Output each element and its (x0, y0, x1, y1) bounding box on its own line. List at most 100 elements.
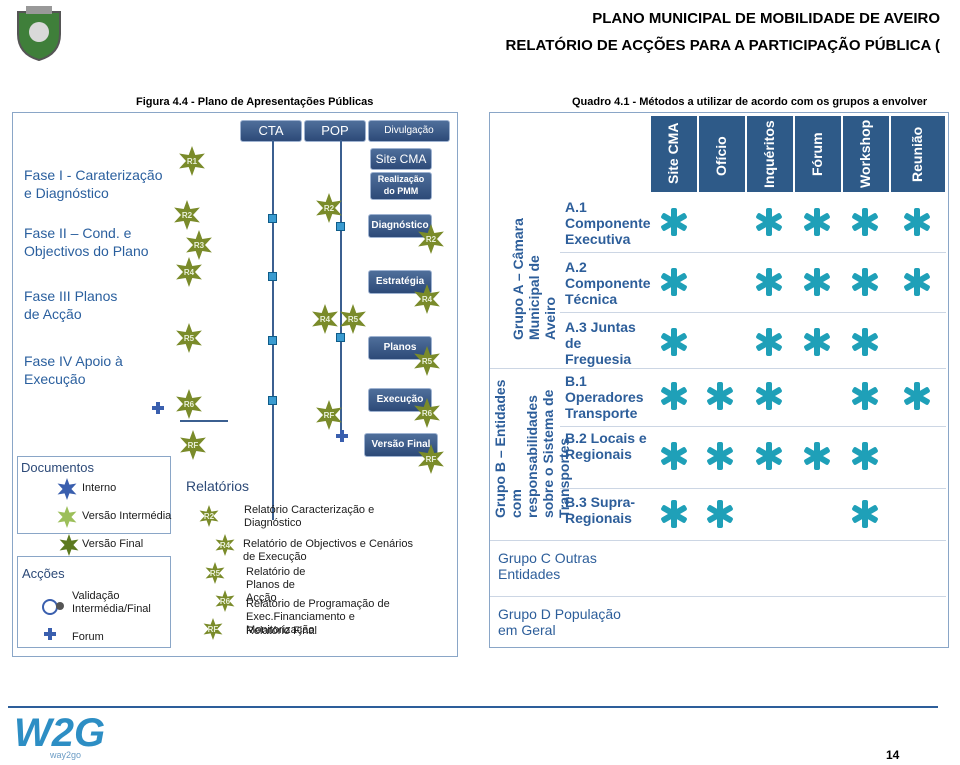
method-mark-icon (803, 328, 831, 356)
row-a1-label: A.1 Componente Executiva (565, 199, 651, 247)
method-mark-icon (660, 208, 688, 236)
row-b3-label: B.3 Supra-Regionais (565, 494, 636, 526)
cta-timeline (272, 140, 274, 520)
pop-marker (336, 333, 345, 342)
method-mark-icon (706, 500, 734, 528)
forum-icon (44, 628, 56, 640)
col-inqueritos: Inquéritos (747, 116, 793, 192)
method-mark-icon (660, 500, 688, 528)
realizacao-node: Realização do PMM (370, 172, 432, 200)
documentos-label: Documentos (21, 460, 94, 475)
group-d-label: Grupo D População em Geral (498, 606, 621, 638)
method-mark-icon (755, 328, 783, 356)
relatorio-item-r6: Relatório de Programação de Exec.Financi… (246, 598, 390, 636)
row-separator (490, 596, 946, 597)
method-mark-icon (903, 268, 931, 296)
relatorio-item-r2: Relatório Caracterização e Diagnóstico (244, 504, 375, 529)
method-mark-icon (903, 208, 931, 236)
col-oficio: Ofício (699, 116, 745, 192)
page-number: 14 (886, 748, 900, 762)
phase-3: Fase III Planos de Acção (24, 288, 118, 322)
col-workshop: Workshop (843, 116, 889, 192)
w2g-logo: W2G way2go (14, 712, 114, 760)
relatorio-item-rf: Relatório Final (246, 625, 317, 637)
method-mark-icon (851, 442, 879, 470)
cta-marker (268, 336, 277, 345)
row-separator (490, 368, 946, 369)
accoes-box (17, 556, 171, 648)
validacao-label: Validação Intermédia/Final (72, 590, 151, 615)
validation-line (180, 420, 228, 422)
col-reuniao: Reunião (891, 116, 945, 192)
row-separator (560, 426, 946, 427)
versao-intermedia-label: Versão Intermédia (82, 510, 172, 522)
method-mark-icon (851, 268, 879, 296)
table-panel (489, 112, 949, 648)
row-separator (490, 540, 946, 541)
pop-timeline (340, 140, 342, 430)
w2g-logo-text: W2G (14, 711, 106, 755)
phase-2: Fase II – Cond. e Objectivos do Plano (24, 225, 149, 259)
versao-final-label: Versão Final (82, 538, 144, 550)
cta-header: CTA (240, 120, 302, 142)
method-mark-icon (706, 442, 734, 470)
method-mark-icon (851, 208, 879, 236)
method-mark-icon (660, 328, 688, 356)
pop-header: POP (304, 120, 366, 142)
documentos-box (17, 456, 171, 534)
divulgacao-header: Divulgação (368, 120, 450, 142)
method-mark-icon (803, 442, 831, 470)
accoes-label: Acções (22, 566, 65, 581)
row-a2-label: A.2 Componente Técnica (565, 259, 651, 307)
forum-label: Forum (72, 631, 104, 643)
col-forum: Fórum (795, 116, 841, 192)
method-mark-icon (903, 382, 931, 410)
cta-marker (268, 214, 277, 223)
method-mark-icon (755, 208, 783, 236)
row-a3-label: A.3 Juntas de Freguesia (565, 319, 636, 367)
page-title: PLANO MUNICIPAL DE MOBILIDADE DE AVEIRO (592, 10, 940, 27)
phase-1: Fase I - Caraterização e Diagnóstico (24, 167, 163, 201)
figure-caption: Figura 4.4 - Plano de Apresentações Públ… (136, 96, 374, 108)
row-separator (560, 252, 946, 253)
cta-marker (268, 396, 277, 405)
w2g-tagline: way2go (50, 750, 82, 760)
method-mark-icon (755, 382, 783, 410)
forum-plus-icon (336, 430, 348, 442)
relatorio-item-r4: Relatório de Objectivos e Cenários de Ex… (243, 538, 413, 563)
method-mark-icon (803, 268, 831, 296)
forum-plus-icon (152, 402, 164, 414)
method-mark-icon (851, 382, 879, 410)
footer-divider (8, 706, 938, 708)
row-b1-label: B.1 Operadores Transporte (565, 373, 644, 421)
method-mark-icon (706, 382, 734, 410)
group-c-label: Grupo C Outras Entidades (498, 550, 597, 582)
row-separator (560, 488, 946, 489)
method-mark-icon (803, 208, 831, 236)
city-crest-logo (8, 4, 70, 62)
relatorios-label: Relatórios (186, 478, 250, 494)
page-subtitle: RELATÓRIO DE ACÇÕES PARA A PARTICIPAÇÃO … (505, 37, 940, 54)
pop-marker (336, 222, 345, 231)
phase-4: Fase IV Apoio à Execução (24, 353, 123, 387)
method-mark-icon (660, 442, 688, 470)
method-mark-icon (851, 328, 879, 356)
col-site-cma: Site CMA (651, 116, 697, 192)
method-mark-icon (660, 268, 688, 296)
site-cma-node: Site CMA (370, 148, 432, 170)
validation-dot-icon (56, 602, 64, 610)
interno-label: Interno (82, 482, 117, 494)
estrategia-node: Estratégia (368, 270, 432, 294)
figure-panel (12, 112, 458, 657)
row-separator (560, 312, 946, 313)
method-mark-icon (660, 382, 688, 410)
cta-marker (268, 272, 277, 281)
row-b2-label: B.2 Locais e Regionais (565, 430, 647, 462)
relatorio-item-r5: Relatório de Planos de Acção (246, 566, 306, 604)
method-mark-icon (755, 442, 783, 470)
table-caption: Quadro 4.1 - Métodos a utilizar de acord… (572, 96, 928, 108)
execucao-node: Execução (368, 388, 432, 412)
method-mark-icon (755, 268, 783, 296)
method-mark-icon (851, 500, 879, 528)
